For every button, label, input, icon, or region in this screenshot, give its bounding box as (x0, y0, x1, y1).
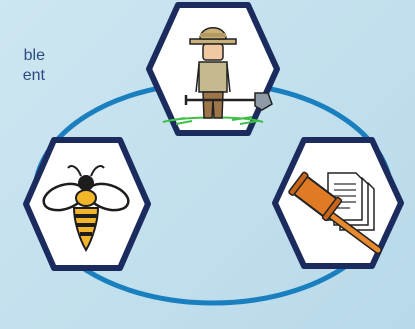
farmer-with-shovel-icon (162, 27, 273, 125)
law-node (272, 137, 404, 269)
farmer-node (146, 2, 280, 136)
caption-line-2: ent (22, 67, 45, 84)
bee-node (23, 137, 151, 271)
gavel-and-documents-icon (288, 171, 382, 254)
caption-line-1: ble (23, 47, 45, 64)
bee-icon (42, 165, 130, 252)
caption-text: ble ent (0, 46, 45, 86)
